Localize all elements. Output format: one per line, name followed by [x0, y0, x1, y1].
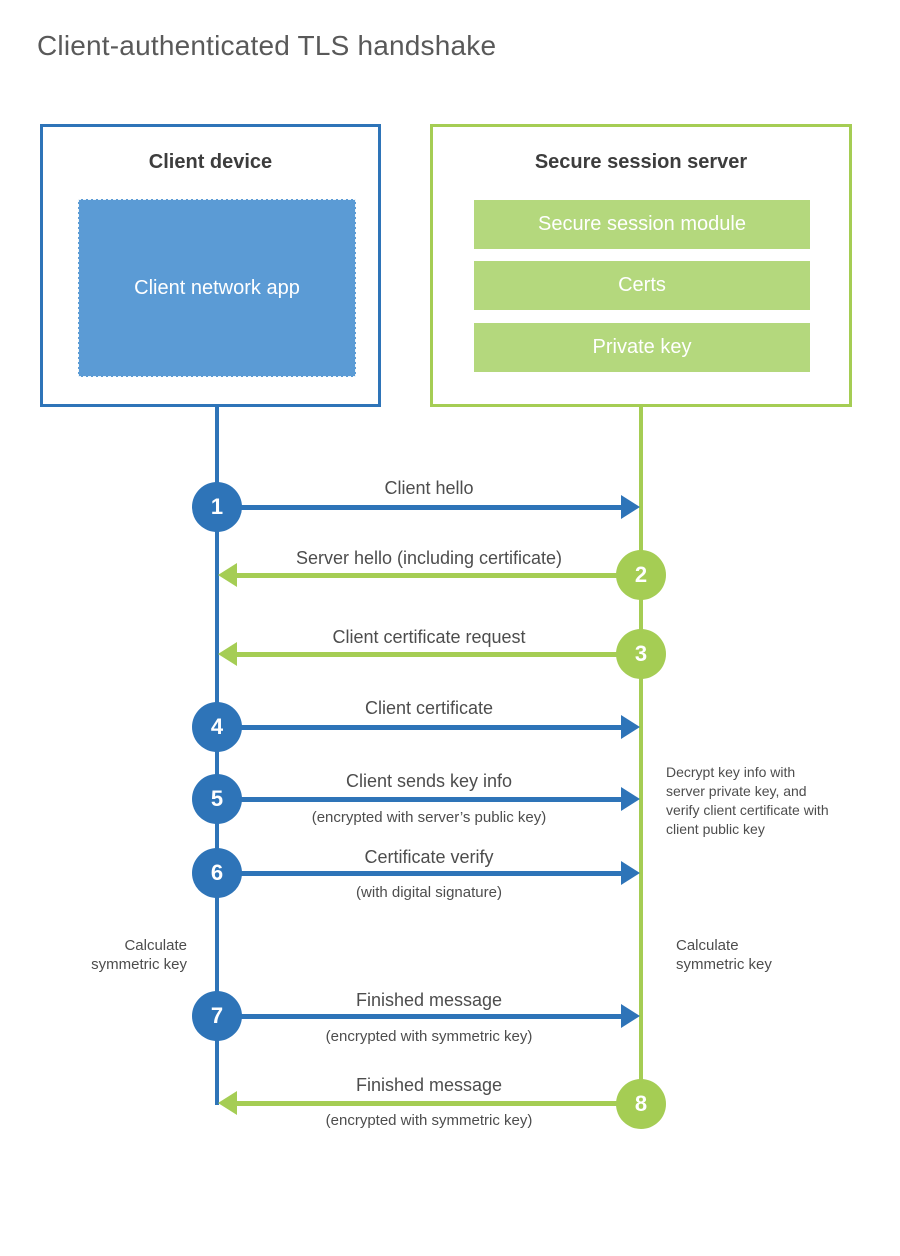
step-circle-4: 4 [192, 702, 242, 752]
message-label-8: Finished message [355, 1075, 503, 1095]
note-calculate-symmetric-key-client: Calculate symmetric key [91, 937, 187, 973]
server-heading: Secure session server [534, 151, 748, 173]
message-label-6: Certificate verify [364, 847, 494, 867]
message-sublabel-8: (encrypted with symmetric key) [325, 1112, 533, 1129]
step-circle-1: 1 [192, 482, 242, 532]
message-sublabel-5: (encrypted with server’s public key) [311, 809, 547, 826]
arrow-right-1 [218, 495, 640, 519]
step-circle-5: 5 [192, 774, 242, 824]
step-circle-6: 6 [192, 848, 242, 898]
client-lifeline [215, 407, 219, 1105]
step-circle-2: 2 [616, 550, 666, 600]
arrow-right-4 [218, 715, 640, 739]
message-sublabel-7: (encrypted with symmetric key) [325, 1028, 533, 1045]
step-circle-7: 7 [192, 991, 242, 1041]
server-box: Secure session server Secure session mod… [430, 124, 852, 407]
arrow-right-5 [218, 787, 640, 811]
arrow-left-3 [218, 642, 640, 666]
step-circle-3: 3 [616, 629, 666, 679]
message-sublabel-6: (with digital signature) [356, 884, 502, 901]
page-title: Client-authenticated TLS handshake [37, 30, 497, 61]
message-label-5: Client sends key info [345, 771, 513, 791]
message-label-7: Finished message [355, 990, 503, 1010]
message-label-3: Client certificate request [332, 627, 526, 647]
message-label-4: Client certificate [364, 698, 494, 718]
message-label-1: Client hello [384, 478, 474, 498]
arrow-right-7 [218, 1004, 640, 1028]
client-device-box: Client device Client network app [40, 124, 381, 407]
arrow-left-2 [218, 563, 640, 587]
server-module-secure-session: Secure session module [474, 200, 810, 249]
client-network-app-module: Client network app [78, 199, 356, 377]
arrow-right-6 [218, 861, 640, 885]
server-module-private-key: Private key [474, 323, 810, 372]
server-module-certs: Certs [474, 261, 810, 310]
note-calculate-symmetric-key-server: Calculate symmetric key [676, 937, 772, 973]
message-label-2: Server hello (including certificate) [295, 548, 563, 568]
note-decrypt-key-info: Decrypt key info with server private key… [666, 764, 829, 837]
arrow-left-8 [218, 1091, 640, 1115]
step-circle-8: 8 [616, 1079, 666, 1129]
client-device-heading: Client device [148, 151, 273, 173]
server-lifeline [639, 407, 643, 1105]
